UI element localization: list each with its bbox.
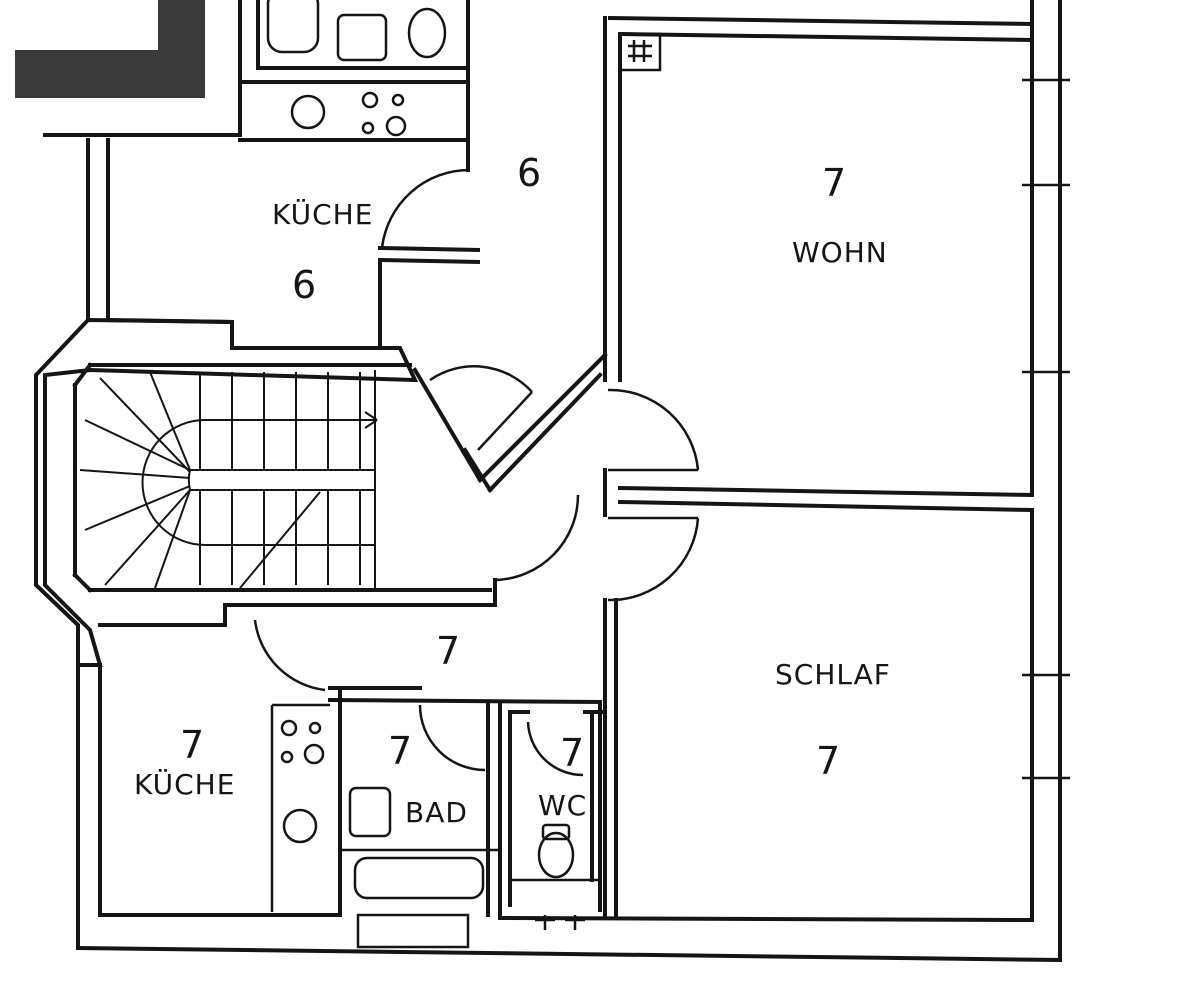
schlaf-door-swing bbox=[607, 517, 700, 602]
hall-diagonal-walls bbox=[412, 352, 608, 493]
stair-treads bbox=[79, 370, 378, 590]
upper-bathroom-fixtures bbox=[266, 0, 447, 62]
wohn-label: WOHN bbox=[792, 236, 888, 269]
wc-number: 7 bbox=[560, 731, 584, 775]
lower-kitchen-walls bbox=[270, 686, 603, 917]
upper-kitchen-door bbox=[380, 168, 471, 249]
wohn-door-swing bbox=[607, 388, 700, 471]
upper-hall-number: 6 bbox=[517, 151, 541, 195]
lower-kitchen-door-swing bbox=[253, 619, 326, 692]
bad-door-swing bbox=[418, 704, 486, 772]
bad-fixtures bbox=[348, 786, 485, 900]
outer-walls bbox=[43, 0, 1070, 963]
wc-label: WC bbox=[538, 789, 587, 822]
wohn-walls bbox=[603, 16, 1035, 517]
upper-kitchen-number: 6 bbox=[292, 263, 316, 307]
lower-kitchen-number: 7 bbox=[180, 723, 204, 767]
upper-kitchen-label: KÜCHE bbox=[272, 197, 373, 231]
lower-hall-number: 7 bbox=[436, 629, 460, 673]
neighbour-block-hatch bbox=[15, 0, 205, 98]
bad-number: 7 bbox=[388, 729, 412, 773]
wohn-number: 7 bbox=[822, 161, 846, 205]
wc-door-swing bbox=[526, 721, 584, 777]
lower-stove bbox=[280, 719, 325, 844]
upper-stove bbox=[290, 91, 407, 137]
schlaf-label: SCHLAF bbox=[775, 658, 891, 691]
wc-walls bbox=[508, 703, 607, 912]
bad-label: BAD bbox=[405, 796, 468, 829]
schlaf-walls bbox=[603, 598, 618, 920]
hall-doors bbox=[253, 365, 700, 692]
ventilation-icon bbox=[535, 915, 585, 930]
bad-walls bbox=[340, 703, 502, 949]
stair-door-swing bbox=[429, 365, 533, 393]
lower-kitchen-label: KÜCHE bbox=[134, 767, 235, 801]
wc-toilet bbox=[537, 823, 575, 879]
schlaf-number: 7 bbox=[816, 739, 840, 783]
stairwell-walls bbox=[34, 317, 497, 667]
entrance-door-swing bbox=[494, 494, 580, 582]
chimney-icon bbox=[628, 40, 652, 62]
